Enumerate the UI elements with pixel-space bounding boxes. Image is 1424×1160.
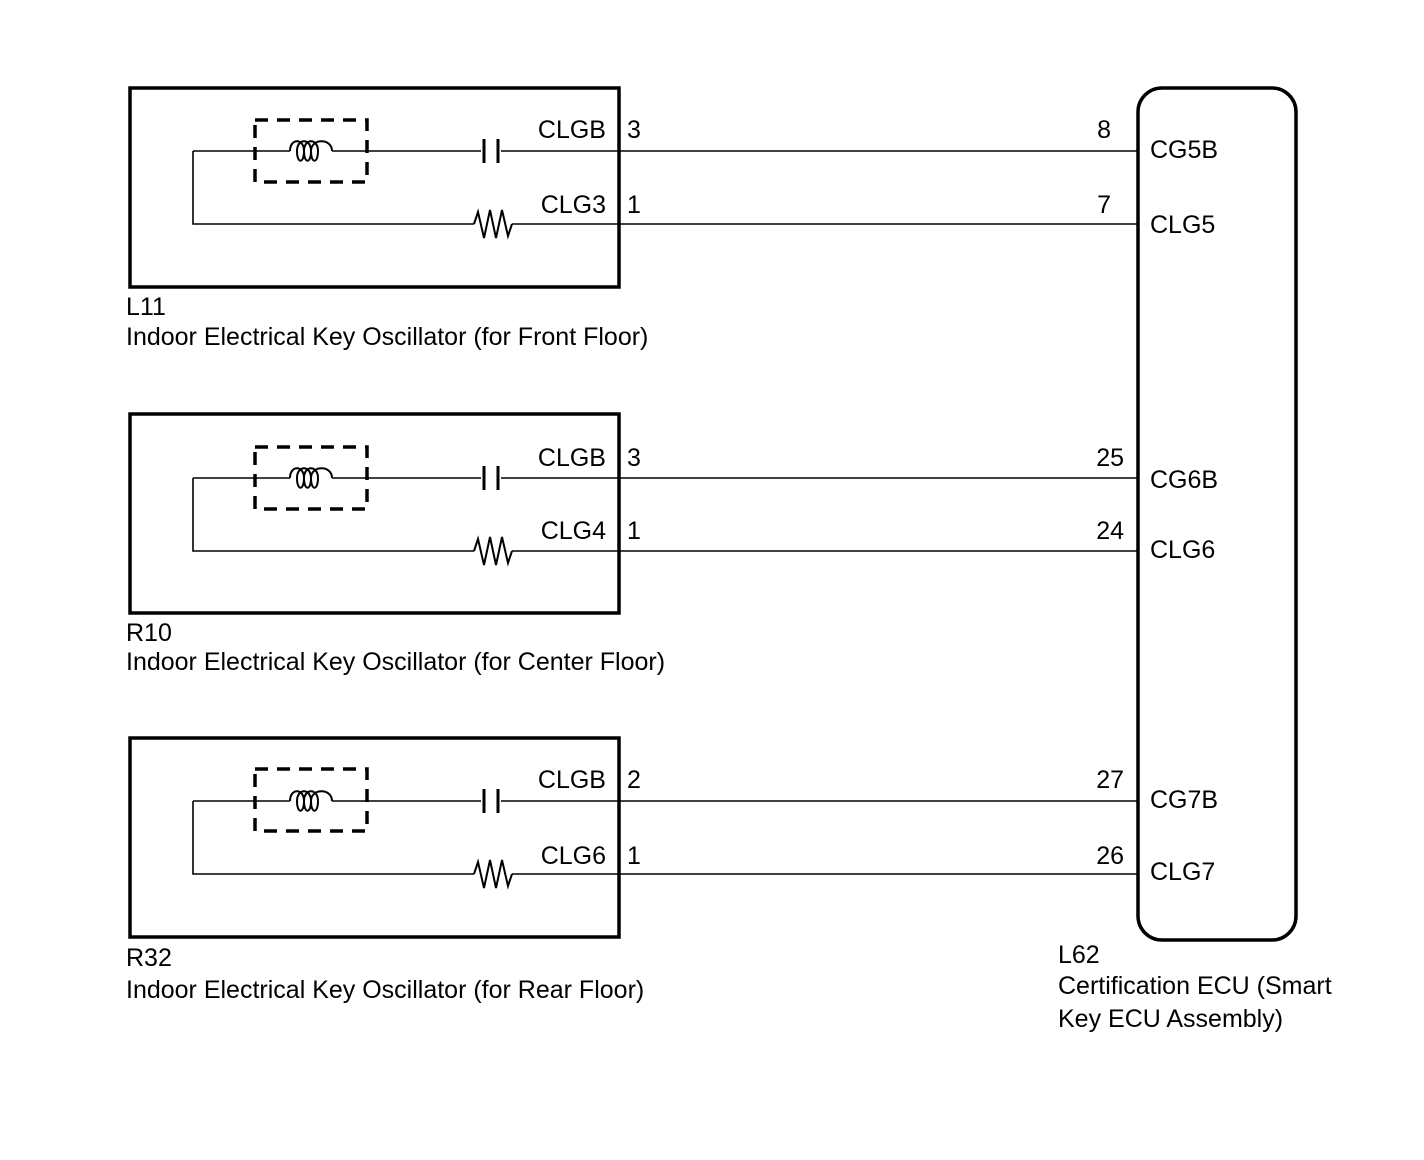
ecu-terminal-label: CLG7 [1150,858,1215,886]
signal-label: CLGB [538,116,606,144]
module-name: Indoor Electrical Key Oscillator (for Ce… [126,648,665,676]
signal-label: CLG6 [541,842,606,870]
module-code: R10 [126,619,172,647]
internal-loop-wire [192,150,1138,225]
pin-number: 1 [627,517,641,545]
antenna-coil-shield [253,767,369,833]
pin-number: 3 [627,116,641,144]
pin-number: 2 [627,766,641,794]
internal-loop-wire [192,477,1138,552]
ecu-pin-number: 27 [1096,766,1124,794]
module-code: R32 [126,944,172,972]
resistor-icon [473,858,513,890]
module-name: Indoor Electrical Key Oscillator (for Re… [126,976,644,1004]
signal-label: CLGB [538,766,606,794]
ecu-terminal-label: CLG5 [1150,211,1215,239]
pin-number: 1 [627,842,641,870]
ecu-name-line-1: Certification ECU (Smart [1058,972,1332,1000]
ecu-pin-number: 26 [1096,842,1124,870]
signal-label: CLG4 [541,517,606,545]
ecu-terminal-label: CLG6 [1150,536,1215,564]
module-name: Indoor Electrical Key Oscillator (for Fr… [126,323,648,351]
signal-label: CLG3 [541,191,606,219]
ecu-terminal-label: CG5B [1150,136,1218,164]
oscillator-center-floor: CLGB 3 CLG4 1 25 24 CG6B CLG6 R10 Indoor… [126,412,1218,676]
resistor-icon [473,535,513,567]
ecu-terminal-label: CG7B [1150,786,1218,814]
coil-icon [289,790,333,812]
ecu-pin-number: 8 [1097,116,1111,144]
signal-label: CLGB [538,444,606,472]
resistor-icon [473,208,513,240]
ecu-pin-number: 7 [1097,191,1111,219]
module-code: L11 [126,293,166,321]
oscillator-box [128,412,621,615]
ecu-name-line-2: Key ECU Assembly) [1058,1005,1283,1033]
oscillator-rear-floor: CLGB 2 CLG6 1 27 26 CG7B CLG7 R32 Indoor… [126,736,1218,1004]
ecu-code: L62 [1058,941,1100,969]
coil-icon [289,467,333,489]
ecu-pin-number: 24 [1096,517,1124,545]
oscillator-front-floor: CLGB 3 CLG3 1 8 7 CG5B CLG5 L11 Indoor E… [126,86,1218,351]
oscillator-box [128,736,621,939]
pin-number: 1 [627,191,641,219]
ecu-terminal-label: CG6B [1150,466,1218,494]
oscillator-box [128,86,621,289]
ecu-box [1136,86,1298,942]
internal-loop-wire [192,800,1138,875]
coil-icon [289,140,333,162]
pin-number: 3 [627,444,641,472]
ecu-pin-number: 25 [1096,444,1124,472]
